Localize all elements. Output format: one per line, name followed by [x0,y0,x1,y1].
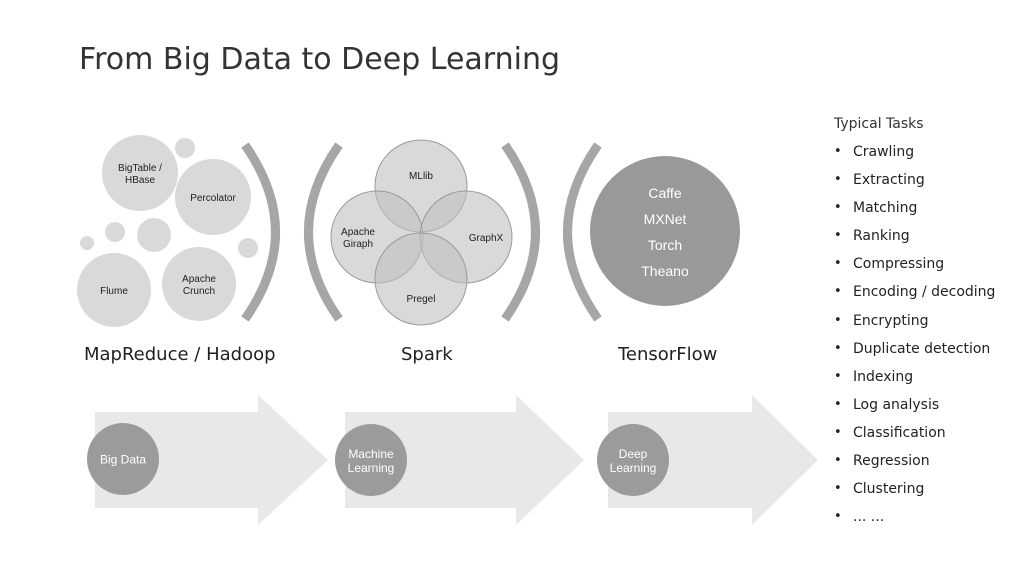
task-item: Compressing [834,250,995,278]
mapreduce-bubble-percolator [175,159,251,235]
tensorflow-label: TensorFlow [618,344,718,365]
bracket-left-2 [563,142,602,322]
typical-tasks-panel: Typical Tasks Crawling Extracting Matchi… [834,116,995,531]
task-item: Regression [834,447,995,475]
task-item: Matching [834,194,995,222]
spark-label-pregel: Pregel [407,294,436,305]
spark-label-graphx: GraphX [469,233,504,244]
decorative-dot [137,218,171,252]
task-item: Duplicate detection [834,335,995,363]
task-item: Indexing [834,363,995,391]
decorative-dot [238,238,258,258]
task-item: Encrypting [834,307,995,335]
spark-label: Spark [401,344,453,365]
task-item: Extracting [834,166,995,194]
mapreduce-bubble-flume-label: Flume [100,286,128,297]
task-item: Clustering [834,475,995,503]
spark-label-mllib: MLlib [409,171,433,182]
stage-circle-big-data: Big Data [87,423,159,495]
tensorflow-item-caffe: Caffe [648,185,681,201]
tensorflow-item-mxnet: MXNet [644,211,687,227]
stage-arrow-2 [345,395,584,525]
decorative-dot [175,138,195,158]
task-item: Log analysis [834,391,995,419]
tensorflow-item-torch: Torch [648,237,682,253]
slide-title: From Big Data to Deep Learning [79,42,561,77]
mapreduce-bubble-bigtable [102,135,178,211]
tensorflow-circle [590,156,740,306]
task-item: ... ... [834,503,995,531]
mapreduce-bubble-flume [77,253,151,327]
typical-tasks-list: Crawling Extracting Matching Ranking Com… [834,138,995,531]
mapreduce-label: MapReduce / Hadoop [84,344,276,365]
bracket-arcs [241,142,602,322]
stage-label-big-data: Big Data [100,453,146,467]
decorative-dot [80,236,94,250]
tensorflow-item-theano: Theano [641,263,689,279]
mapreduce-bubble-percolator-label: Percolator [190,193,236,204]
stage-arrow-3 [608,395,818,525]
task-item: Ranking [834,222,995,250]
spark-circle-pregel [374,232,468,326]
mapreduce-bubble-bigtable-label: BigTable /HBase [118,163,162,186]
task-item: Classification [834,419,995,447]
typical-tasks-heading: Typical Tasks [834,116,924,132]
mapreduce-bubble-crunch [162,247,236,321]
bracket-right-2 [501,142,540,322]
decorative-dot [105,222,125,242]
stage-arrows [95,395,818,525]
bracket-right-1 [241,142,280,322]
task-item: Encoding / decoding [834,278,995,306]
task-item: Crawling [834,138,995,166]
tensorflow-circle-group: Caffe MXNet Torch Theano [590,156,740,306]
bracket-left-1 [304,142,343,322]
stage-arrow-1 [95,395,328,525]
